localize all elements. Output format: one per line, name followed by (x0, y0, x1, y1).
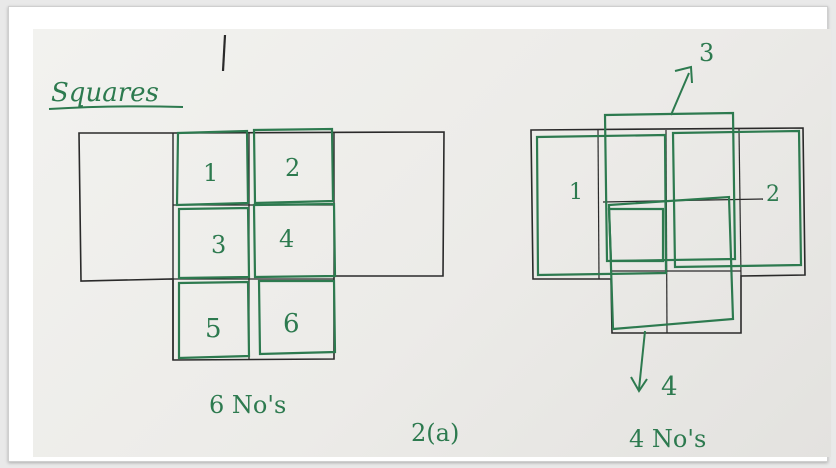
right-square-label: 3 (699, 39, 714, 67)
stray-mark (221, 34, 227, 72)
left-outline (78, 131, 445, 361)
left-count-caption: 6 No's (209, 391, 286, 419)
arrow-4-line (638, 330, 646, 390)
handwritten-diagram: Squares (48, 34, 806, 453)
left-square-5 (177, 280, 251, 360)
image-frame: Squares (8, 6, 831, 462)
left-square-label: 2 (285, 154, 300, 182)
left-square-label: 1 (203, 159, 218, 187)
right-square-label: 1 (569, 180, 583, 205)
arrow-3-head (674, 65, 693, 84)
arrow-3-line (670, 72, 690, 116)
right-count-caption: 4 No's (629, 425, 706, 453)
left-square-4 (252, 202, 337, 279)
right-center-square (607, 207, 665, 263)
left-square-label: 6 (283, 309, 300, 339)
paper-sheet: Squares (33, 29, 831, 457)
right-square-3 (603, 111, 737, 263)
right-divider (738, 128, 742, 277)
heading-underline (48, 105, 184, 110)
left-square-label: 4 (279, 225, 294, 253)
left-square-label: 5 (205, 314, 222, 344)
right-square-2 (671, 129, 803, 269)
left-square-6 (257, 279, 337, 356)
heading-squares: Squares (51, 78, 159, 108)
arrow-4-head (630, 376, 648, 393)
left-square-1 (175, 129, 250, 207)
right-square-1 (535, 133, 668, 277)
left-square-2 (252, 127, 335, 205)
right-figure: 1 2 3 4 4 No's (530, 39, 806, 453)
right-divider (597, 129, 600, 280)
right-square-4 (607, 195, 735, 331)
right-square-label: 4 (661, 372, 678, 402)
left-square-label: 3 (211, 231, 226, 259)
left-square-3 (177, 206, 251, 280)
right-outline (530, 127, 806, 334)
figure-label: 2(a) (411, 419, 459, 447)
left-figure: 1 2 3 4 5 6 6 No's (78, 127, 445, 419)
right-square-label: 2 (766, 182, 780, 207)
